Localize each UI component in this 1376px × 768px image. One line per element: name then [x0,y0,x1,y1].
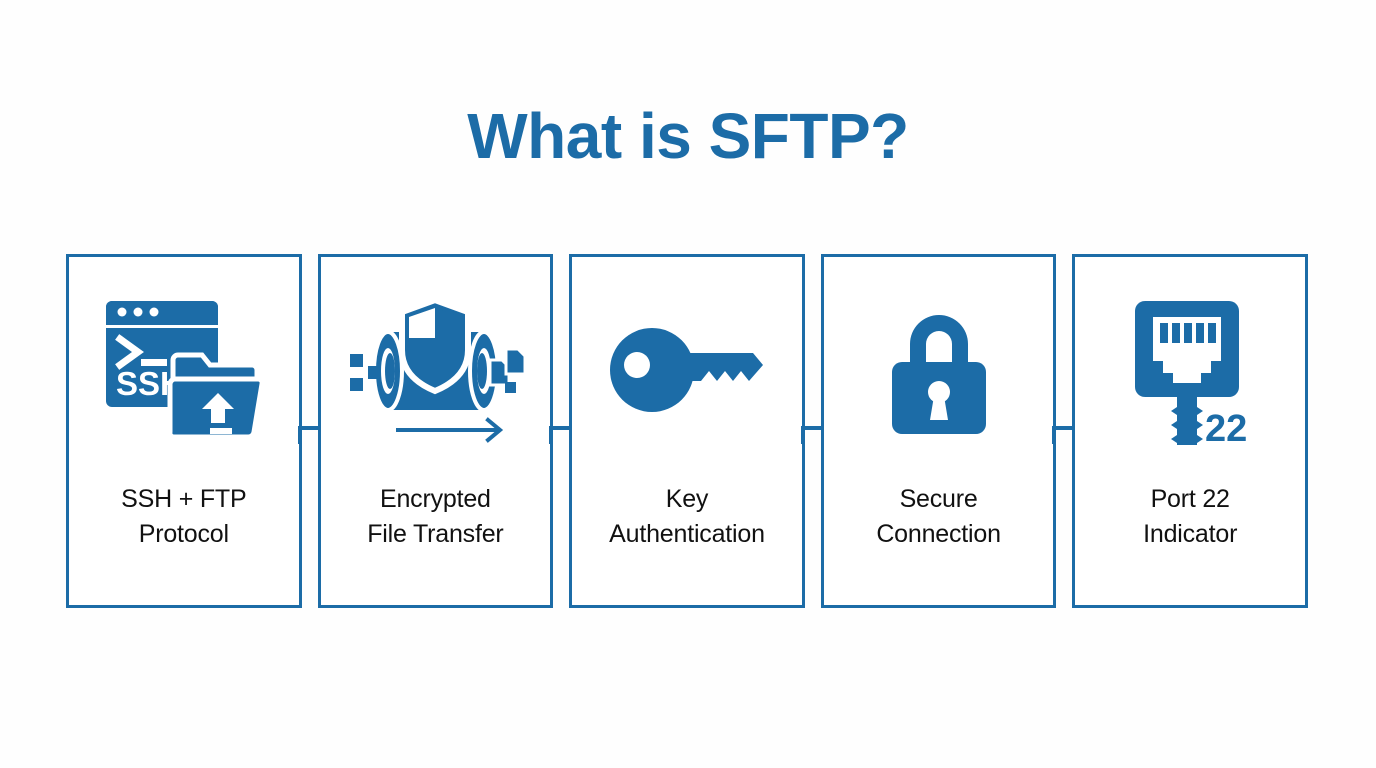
step-card-port-22-indicator[interactable]: 22 Port 22 Indicator [1072,254,1308,608]
padlock-icon [824,257,1054,482]
step-card-label-line2: Connection [876,520,1001,548]
step-card-secure-connection[interactable]: Secure Connection [820,254,1057,608]
flow-connector-4 [1052,254,1092,608]
step-card-label-line2: Indicator [1143,520,1238,548]
ethernet-port-icon: 22 [1075,257,1305,482]
step-card-label-line1: Key [665,485,709,513]
step-card-label-line1: Port 22 [1150,485,1230,513]
step-card-label-line2: Protocol [138,520,229,548]
flow-diagram: SSH SSH + FTP Protocol [66,254,1308,608]
step-card-label: SSH + FTP Protocol [69,482,299,552]
step-card-label-line1: SSH + FTP [121,485,247,513]
flow-connector-2 [549,254,589,608]
step-card-label: Key Authentication [572,482,802,552]
step-card-ssh-ftp-protocol[interactable]: SSH SSH + FTP Protocol [66,254,302,608]
step-card-label: Port 22 Indicator [1075,482,1305,552]
ssh-terminal-folder-icon: SSH [69,257,299,482]
step-card-encrypted-file-transfer[interactable]: Encrypted File Transfer [317,254,554,608]
port-number-badge: 22 [1205,408,1247,445]
key-icon [572,257,802,482]
flow-connector-1 [297,254,337,608]
flow-connector-3 [800,254,840,608]
step-card-label: Encrypted File Transfer [321,482,551,552]
step-card-label-line1: Encrypted [380,485,491,513]
step-card-label-line2: File Transfer [367,520,504,548]
step-card-label: Secure Connection [824,482,1054,552]
encrypted-tunnel-shield-icon [321,257,551,482]
step-card-key-authentication[interactable]: Key Authentication [569,254,805,608]
step-card-label-line1: Secure [899,485,978,513]
step-card-label-line2: Authentication [609,520,765,548]
page-title: What is SFTP? [467,100,909,172]
